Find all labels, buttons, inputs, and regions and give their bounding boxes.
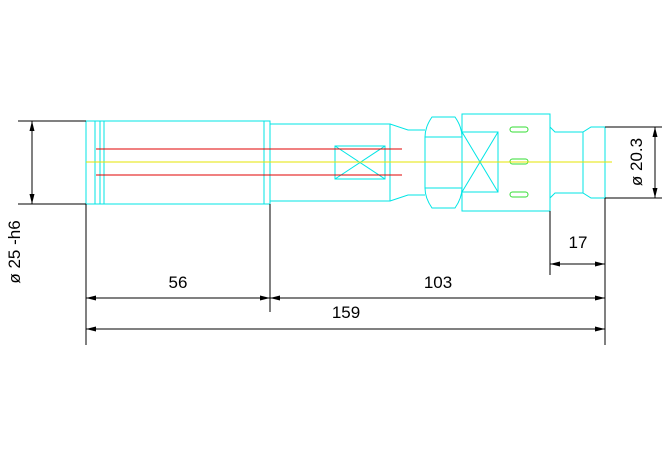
dim-label-159: 159 xyxy=(332,303,360,322)
arrow-left-diameter-bottom xyxy=(29,194,35,204)
neck-upper xyxy=(549,126,605,133)
thread-lines xyxy=(96,148,402,176)
dim-label-56: 56 xyxy=(169,273,188,292)
taper-upper xyxy=(389,123,425,131)
arrow-103-left xyxy=(270,295,280,301)
dim-label-right-diameter: ø 20.3 xyxy=(627,138,646,186)
arrow-56-left xyxy=(86,295,96,301)
arrow-159-right xyxy=(595,326,605,332)
hex-nut xyxy=(424,116,463,209)
dim-label-left-diameter: ø 25 -h6 xyxy=(5,220,24,283)
dim-label-103: 103 xyxy=(424,273,452,292)
arrow-right-diameter-top xyxy=(652,127,658,137)
slot-bottom xyxy=(509,191,529,198)
arrow-17-left xyxy=(550,261,560,267)
arrow-159-left xyxy=(86,326,96,332)
arrow-left-diameter-top xyxy=(29,121,35,131)
arrow-103-right xyxy=(595,295,605,301)
arrow-17-right xyxy=(595,261,605,267)
slot-top xyxy=(509,126,529,133)
arrow-right-diameter-bottom xyxy=(652,188,658,198)
dim-label-17: 17 xyxy=(569,233,588,252)
neck-lower xyxy=(549,192,605,199)
arrow-56-right xyxy=(260,295,270,301)
dimension-lines xyxy=(18,120,662,345)
taper-lower xyxy=(389,194,425,202)
